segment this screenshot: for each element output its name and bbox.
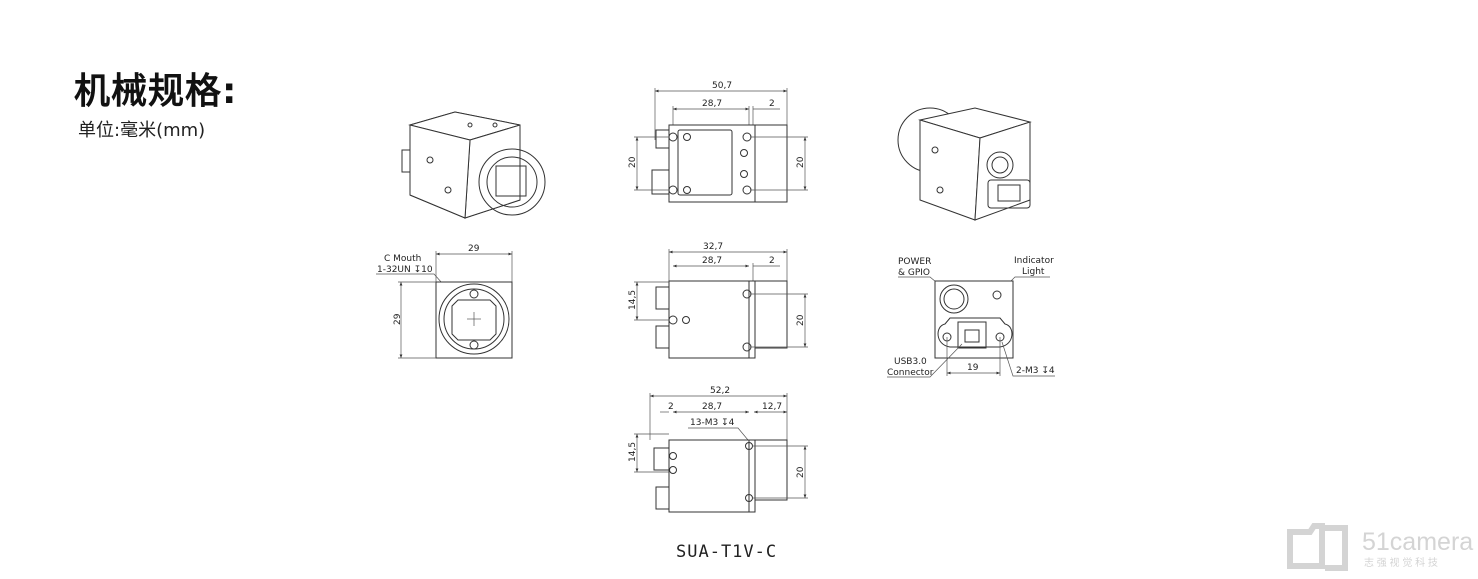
dim-width: 29: [468, 244, 480, 254]
side-view-drawing: 32,7 28,7 2 14,5 20: [628, 242, 808, 359]
top-view-drawing: 50,7 28,7 2 20 20: [628, 81, 808, 203]
dim-height-left: 20: [628, 156, 638, 168]
usb-label: USB3.0: [894, 357, 927, 367]
watermark-subtitle: 志 强 视 觉 科 技: [1364, 556, 1438, 569]
hole-callout: 2-M3 ↧4: [1016, 366, 1055, 376]
dim-overall: 52,2: [710, 386, 730, 396]
page-title: 机械规格:: [74, 71, 238, 112]
watermark-brand: 51camera: [1362, 528, 1473, 556]
dim-spacing: 19: [967, 363, 979, 373]
gpio-label: & GPIO: [898, 268, 930, 278]
mount-label: C Mouth: [384, 254, 421, 264]
dim-overall: 50,7: [712, 81, 732, 91]
dim-lens: 12,7: [762, 402, 782, 412]
dim-height-left: 14,5: [628, 290, 638, 310]
dim-body: 28,7: [702, 99, 722, 109]
watermark-logo: 51camera 志 强 视 觉 科 技: [1287, 523, 1473, 571]
isometric-front-view: [401, 111, 546, 219]
dim-height-left: 14,5: [628, 442, 638, 462]
dim-overall: 32,7: [703, 242, 723, 252]
light-label: Light: [1022, 267, 1045, 277]
back-view-drawing: POWER & GPIO Indicator Light 19 USB3.0 C…: [887, 256, 1055, 378]
connector-label: Connector: [887, 368, 934, 378]
dim-height-right: 20: [796, 314, 806, 326]
mount-thread-label: 1-32UN ↧10: [377, 265, 433, 275]
dim-height-right: 20: [796, 466, 806, 478]
isometric-back-view: [897, 107, 1032, 221]
dim-offset: 2: [769, 256, 775, 266]
model-caption: SUA-T1V-C: [676, 542, 778, 562]
indicator-label: Indicator: [1014, 256, 1054, 266]
bottom-view-drawing: 52,2 2 28,7 12,7 13-M3 ↧4 14,5 20: [628, 386, 808, 513]
hole-callout: 13-M3 ↧4: [690, 418, 735, 428]
front-view-drawing: 29 C Mouth 1-32UN ↧10 29: [376, 244, 513, 359]
dim-body: 28,7: [702, 402, 722, 412]
dim-body: 28,7: [702, 256, 722, 266]
dim-height-right: 20: [796, 156, 806, 168]
dim-offset: 2: [668, 402, 674, 412]
unit-label: 单位:毫米(mm): [78, 120, 206, 141]
dim-offset: 2: [769, 99, 775, 109]
dim-height: 29: [393, 313, 403, 325]
power-label: POWER: [898, 257, 931, 267]
